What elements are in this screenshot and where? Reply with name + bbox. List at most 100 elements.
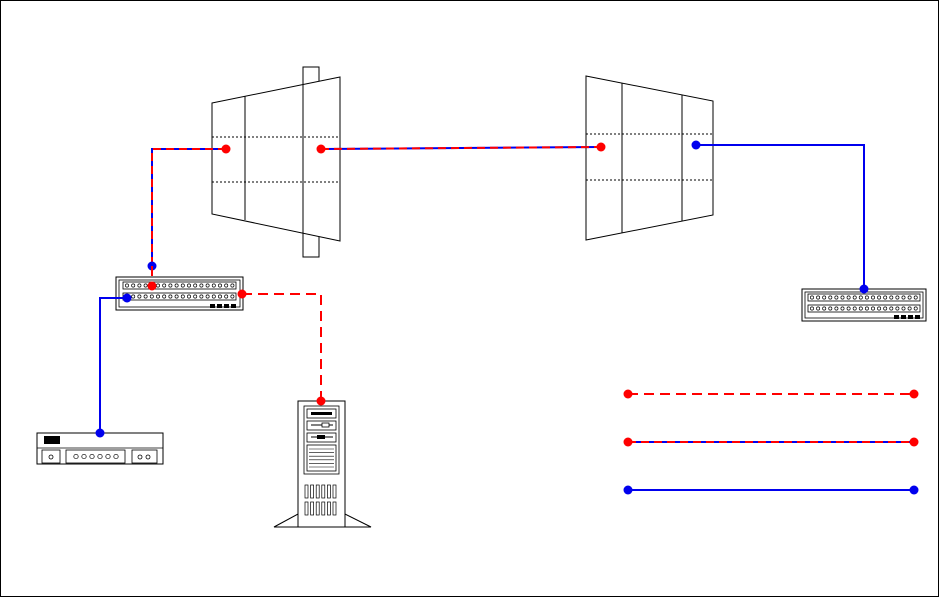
panel-port [194,295,197,298]
conn-panelL-to-server [242,294,321,401]
connector-dot [148,282,157,291]
device-port [146,455,150,459]
status-led [224,304,229,308]
panel-port [231,295,234,298]
panel-port [138,295,141,298]
panel-port [212,295,215,298]
conn-spoolL-to-spoolR [321,147,601,149]
grille-bar [311,502,314,515]
panel-port [914,307,917,310]
patch-panel-left[interactable] [116,277,243,310]
panel-port [884,307,887,310]
panel-port [817,296,820,299]
panel-port [817,307,820,310]
connector-dot [692,141,701,150]
status-led [217,304,222,308]
device-display [44,436,60,444]
panel-port [859,307,862,310]
panel-port [829,307,832,310]
panel-port [890,307,893,310]
network-device[interactable] [37,433,163,464]
grille-bar [333,502,336,515]
panel-port [859,296,862,299]
panel-port [169,295,172,298]
drive-button [317,435,325,439]
panel-port [206,284,209,287]
panel-port [810,296,813,299]
panel-port [835,296,838,299]
panel-port [132,284,135,287]
patch-panel-right[interactable] [802,289,926,321]
panel-port [847,296,850,299]
panel-port [810,307,813,310]
panel-port [163,284,166,287]
connector-dot [317,145,326,154]
panel-port [231,284,234,287]
panel-port [169,284,172,287]
conn-panelL-to-device [100,298,127,433]
conn-spoolR-to-panelR [696,145,864,289]
panel-port [823,307,826,310]
status-led [231,304,236,308]
panel-port [896,296,899,299]
drive-button [322,423,329,427]
panel-port [156,284,159,287]
panel-port [853,296,856,299]
grille-bar [316,502,319,515]
connector-dot [860,285,869,294]
status-led [894,315,899,319]
panel-port [138,284,141,287]
panel-port [835,307,838,310]
grille-bar [327,485,330,498]
panel-port [890,296,893,299]
connector-dot [222,145,231,154]
status-led [210,304,215,308]
panel-port [878,296,881,299]
status-led [901,315,906,319]
cable-spool-left[interactable] [212,67,340,257]
panel-port [902,296,905,299]
server-tower[interactable] [274,401,371,527]
device-port [82,454,86,458]
connector-dot [123,294,132,303]
device-port [90,454,94,458]
panel-port [865,296,868,299]
panel-port [132,295,135,298]
cable-spool-right[interactable] [586,76,713,240]
device-module [132,450,157,463]
cable-line [100,298,127,433]
panel-port [200,295,203,298]
device-port [49,455,53,459]
panel-port [181,295,184,298]
grille-bar [327,502,330,515]
panel-port [853,307,856,310]
legend-dot [624,390,633,399]
panel-port [914,296,917,299]
legend-dot [624,438,633,447]
device-port [74,454,78,458]
panel-port [823,296,826,299]
spool-body [586,76,713,240]
panel-port [150,295,153,298]
panel-port [194,284,197,287]
panel-port [829,296,832,299]
grille-bar [322,502,325,515]
panel-port [908,296,911,299]
cable-line [242,294,321,401]
legend-dot [910,438,919,447]
panel-port [175,295,178,298]
device-port [106,454,110,458]
panel-port [218,284,221,287]
grille-bar [322,485,325,498]
panel-port [896,307,899,310]
panel-port [212,284,215,287]
panel-port [884,296,887,299]
legend-dot [910,390,919,399]
panel-port [225,284,228,287]
panel-port [144,295,147,298]
connector-dot [96,429,105,438]
connector-dot [317,397,326,406]
panel-port [181,284,184,287]
panel-port [156,295,159,298]
